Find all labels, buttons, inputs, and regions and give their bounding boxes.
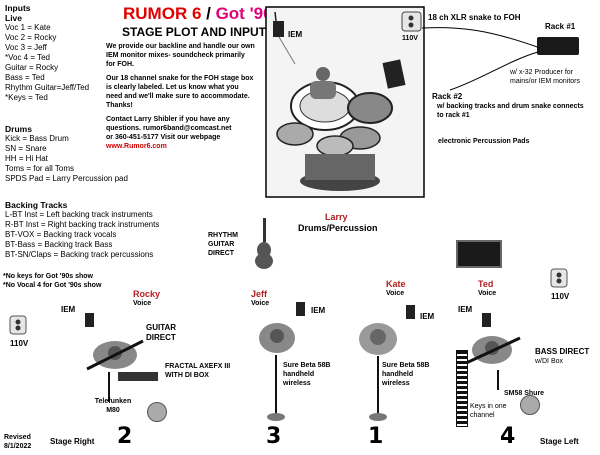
keyboard-icon — [456, 350, 468, 427]
monitor-wedge-icon — [369, 413, 387, 421]
input-item: Rhythm Guitar=Jeff/Ted — [5, 83, 90, 92]
performer-icon — [259, 323, 295, 353]
bass-amp-icon — [456, 240, 502, 268]
monitor-wedge-icon — [520, 395, 540, 415]
mic-label: Telefunken M80 — [94, 398, 132, 414]
drum-item: Kick = Bass Drum — [5, 134, 69, 143]
mic-stand-icon — [275, 355, 277, 417]
input-item: Voc 1 = Kate — [5, 23, 51, 32]
revised-date: Revised 8/1/2022 — [4, 434, 32, 450]
input-item: Bass = Ted — [5, 73, 45, 82]
performer-icon — [359, 323, 397, 355]
backing-item: BT-Bass = Backing track Bass — [5, 240, 113, 249]
di-box-label: w/DI Box — [535, 358, 564, 365]
rack1-label: Rack #1 — [545, 22, 576, 31]
monitor-wedge-icon — [147, 402, 167, 422]
position-number: 4 — [500, 424, 516, 449]
drum-iem-label: IEM — [288, 30, 303, 39]
drum-riser — [265, 6, 425, 198]
show-notes: *No keys for Got '90s show *No Vocal 4 f… — [3, 273, 102, 289]
stage-right-label: Stage Right — [50, 437, 95, 446]
iem-label: IEM — [61, 305, 76, 314]
position-number: 3 — [266, 424, 282, 449]
page-subtitle: STAGE PLOT AND INPUTS — [122, 25, 275, 39]
performer-name: Kate — [386, 279, 406, 289]
mic-label: Sure Beta 58B handheld wireless — [382, 362, 430, 387]
outlet-icon-right — [550, 268, 568, 288]
performer-role: Voice — [133, 300, 152, 307]
iem-pack-icon — [296, 302, 305, 316]
backing-tracks-list: Backing Tracks L-BT Inst = Left backing … — [5, 200, 215, 260]
drummer-role: Drums/Percussion — [298, 223, 378, 233]
backing-item: BT-VOX = Backing track vocals — [5, 230, 117, 239]
guitar-direct-label: GUITAR DIRECT — [146, 323, 177, 342]
rack2-note: w/ backing tracks and drum snake connect… — [437, 103, 584, 119]
input-item: Guitar = Rocky — [5, 63, 59, 72]
drum-outlet-label: 110V — [402, 35, 418, 42]
performer-role: Voice — [251, 300, 270, 307]
keys-note: Keys in one channel — [470, 403, 507, 419]
input-item: *Voc 4 = Ted — [5, 53, 50, 62]
backing-item: BT-SN/Claps = Backing track percussions — [5, 250, 154, 259]
iem-pack-icon — [406, 305, 415, 319]
inputs-list: Inputs Live Voc 1 = Kate Voc 2 = Rocky V… — [5, 3, 123, 103]
bass-direct-label: BASS DIRECT — [535, 347, 590, 356]
drums-list: Drums Kick = Bass Drum SN = Snare HH = H… — [5, 124, 195, 184]
mic-label: SM58 Shure — [504, 390, 545, 397]
position-number: 2 — [117, 424, 133, 449]
snake-label: 18 ch XLR snake to FOH — [428, 13, 521, 22]
drummer-name: Larry — [325, 212, 348, 222]
outlet-icon-left — [9, 315, 27, 335]
drum-item: SN = Snare — [5, 144, 47, 153]
iem-label: IEM — [420, 312, 435, 321]
rhythm-guitar-icon — [255, 218, 273, 269]
input-item: Voc 2 = Rocky — [5, 33, 57, 42]
website-link[interactable]: www.Rumor6.com — [106, 143, 167, 150]
axefx-label: FRACTAL AXEFX III WITH DI BOX — [165, 363, 231, 379]
mic-stand-icon — [108, 372, 110, 402]
snake-cable — [421, 27, 541, 91]
input-item: *Keys = Ted — [5, 93, 48, 102]
drum-item: Toms = for all Toms — [5, 164, 74, 173]
rack1-note: w/ x-32 Producer for mains/or IEM monito… — [510, 69, 581, 85]
performer-name: Rocky — [133, 289, 161, 299]
rhythm-guitar-label: RHYTHM GUITAR DIRECT — [208, 232, 238, 257]
iem-pack-icon — [85, 313, 94, 327]
iem-pack-icon — [482, 313, 491, 327]
performer-icon — [463, 336, 521, 366]
outlet-label-left: 110V — [10, 339, 29, 348]
iem-label: IEM — [311, 306, 326, 315]
position-number: 1 — [368, 424, 384, 449]
info-text: We provide our backline and handle our o… — [106, 43, 255, 150]
fx-pedal-icon — [118, 372, 158, 381]
outlet-label-right: 110V — [551, 292, 570, 301]
rack1-unit — [537, 37, 579, 55]
mic-stand-icon — [377, 356, 379, 416]
performer-name: Jeff — [251, 289, 268, 299]
iem-label: IEM — [458, 305, 473, 314]
stage-left-label: Stage Left — [540, 437, 579, 446]
drum-item: SPDS Pad = Larry Percussion pad — [5, 174, 128, 183]
performer-role: Voice — [386, 290, 405, 297]
performer-role: Voice — [478, 290, 497, 297]
backing-item: R-BT Inst = Right backing track instrume… — [5, 220, 160, 229]
mic-label: Sure Beta 58B handheld wireless — [283, 362, 331, 387]
performer-icon — [86, 339, 144, 371]
monitor-wedge-icon — [267, 413, 285, 421]
drum-item: HH = Hi Hat — [5, 154, 48, 163]
rack2-label: Rack #2 — [432, 92, 463, 101]
pads-label: electronic Percussion Pads — [438, 138, 530, 145]
band-name: RUMOR 6 — [123, 4, 202, 23]
mic-stand-icon — [497, 370, 499, 390]
backing-item: L-BT Inst = Left backing track instrumen… — [5, 210, 153, 219]
input-item: Voc 3 = Jeff — [5, 43, 47, 52]
performer-name: Ted — [478, 279, 494, 289]
